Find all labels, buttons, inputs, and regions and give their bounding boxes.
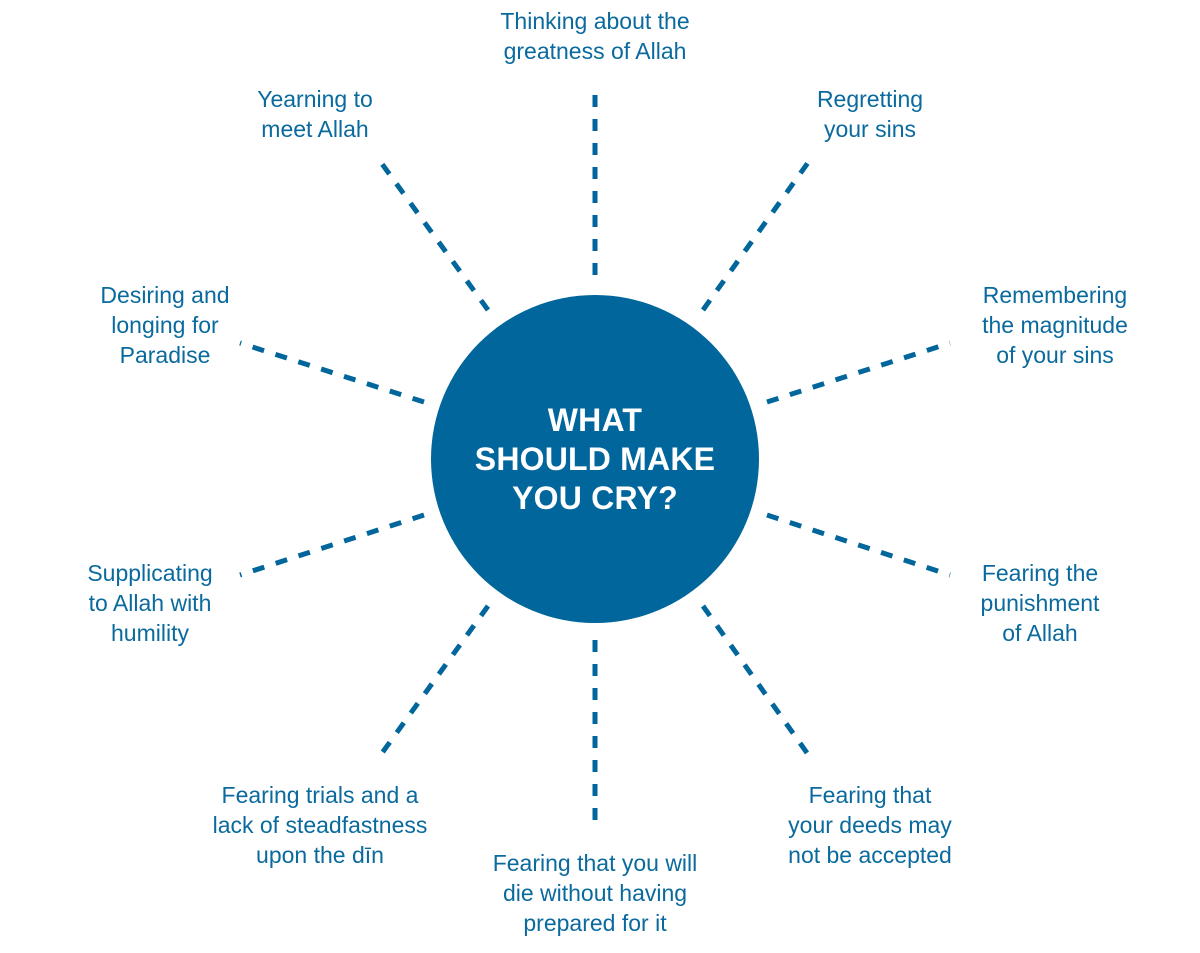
connector-left-lower <box>239 512 425 578</box>
center-circle: WHAT SHOULD MAKE YOU CRY? <box>431 295 759 623</box>
node-top: Thinking about the greatness of Allah <box>500 8 690 64</box>
connector-top-right <box>700 155 815 312</box>
connector-bottom-left <box>374 604 491 762</box>
connector-top-left <box>374 155 491 312</box>
node-bottom-right: Fearing that your deeds may not be accep… <box>788 782 952 868</box>
node-bottom: Fearing that you will die without having… <box>492 850 698 936</box>
connector-right-upper <box>766 340 951 405</box>
node-bottom-left: Fearing trials and a lack of steadfastne… <box>212 782 428 868</box>
node-right-lower: Fearing the punishment of Allah <box>980 560 1100 646</box>
node-right-upper: Remembering the magnitude of your sins <box>982 282 1128 368</box>
connector-left-upper <box>239 340 425 405</box>
connector-bottom-right <box>700 604 815 762</box>
node-top-right: Regretting your sins <box>816 86 924 142</box>
node-top-left: Yearning to meet Allah <box>257 86 373 142</box>
node-left-lower: Supplicating to Allah with humility <box>87 560 213 646</box>
center-title: WHAT SHOULD MAKE YOU CRY? <box>474 401 716 516</box>
node-left-upper: Desiring and longing for Paradise <box>100 282 230 368</box>
connector-right-lower <box>766 512 951 578</box>
